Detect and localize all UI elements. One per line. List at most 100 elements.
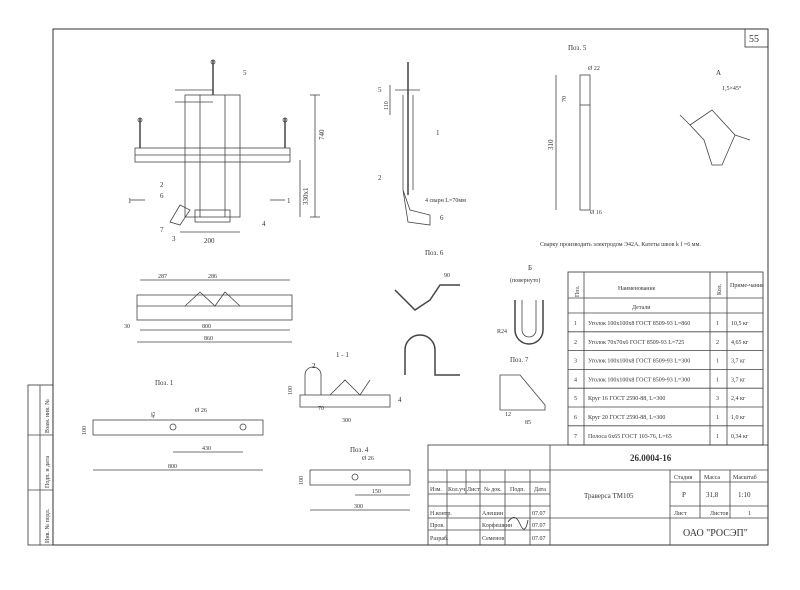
table-cell-pos: 5: [574, 396, 577, 402]
dim-200: 200: [204, 237, 215, 245]
sec-dim-100: 100: [288, 386, 294, 395]
callout-4: 4: [262, 220, 266, 228]
poz6-label: Поз. 6: [425, 249, 444, 257]
table-cell-name: Круг 16 ГОСТ 2590-88, L=300: [588, 396, 665, 402]
table-cell-pos: 3: [574, 359, 577, 365]
dim-286: 286: [208, 274, 217, 280]
scale-header: Масштаб: [733, 474, 757, 481]
poz1-label: Поз. 1: [155, 379, 174, 387]
side-stamp-2: Подп. и дата: [45, 456, 51, 488]
poz1-dim-45: 45: [151, 412, 157, 418]
table-cell-qty: 1: [716, 415, 719, 421]
poz7-detail: Поз. 7 85 12: [499, 356, 546, 426]
poz4-dim-26: Ø 26: [362, 456, 374, 462]
view-b-label: Б: [528, 264, 532, 272]
table-cell-name: Уголок 70х70х6 ГОСТ 8509-93 L=725: [588, 340, 684, 346]
poz1-dim-100: 100: [82, 426, 88, 435]
section-1-1: 1 - 1 100 300 70 2 4: [288, 351, 402, 424]
poz6-detail: Поз. 6 90: [394, 249, 460, 311]
date-3: 07.07: [532, 536, 546, 542]
sheets-header: Листов: [710, 511, 728, 517]
poz5-detail: Поз. 5 310 70 Ø 22 Ø 16: [547, 44, 602, 216]
table-cell-note: 0,34 кг: [731, 434, 749, 440]
table-cell-pos: 7: [574, 434, 577, 440]
parts-table: Поз. Наименование Кол. Приме-чание Детал…: [567, 271, 764, 446]
dim-287: 287: [158, 274, 167, 280]
table-cell-qty: 1: [716, 359, 719, 365]
dim-740: 740: [318, 129, 326, 140]
callout-5: 5: [243, 69, 247, 77]
side-stamp-1: Взам. инв. №: [45, 399, 51, 433]
doc-title: Траверса ТМ105: [584, 492, 634, 500]
mass-header: Масса: [704, 475, 720, 481]
mass-value: 31,8: [706, 491, 719, 499]
view-a-detail: А 1,5×45°: [679, 69, 751, 166]
side-callout-6: 6: [440, 214, 444, 222]
table-cell-qty: 2: [716, 340, 719, 346]
poz5-dim-16: Ø 16: [590, 210, 602, 216]
table-cell-name: Уголок 100х100х8 ГОСТ 8509-93 L=300: [588, 377, 690, 383]
dim-800: 800: [202, 324, 211, 330]
rev-col-4: № док.: [484, 487, 502, 493]
table-cell-note: 3,7 кг: [731, 359, 746, 365]
poz7-dim-12: 12: [505, 412, 511, 418]
side-stamp-3: Инв. № подл.: [45, 508, 51, 543]
poz-2-view: 287 286 800 860 30: [124, 274, 293, 343]
poz7-label: Поз. 7: [510, 356, 529, 364]
role-2: Пров.: [430, 523, 445, 529]
table-cell-name: Круг 20 ГОСТ 2590-88, L=300: [588, 415, 665, 421]
table-cell-pos: 4: [574, 377, 577, 383]
table-cell-qty: 1: [716, 321, 719, 327]
dim-110: 110: [384, 101, 390, 110]
poz4-dim-150: 150: [372, 489, 381, 495]
table-cell-note: 3,7 кг: [731, 377, 746, 383]
table-section: Детали: [632, 305, 651, 311]
table-cell-qty: 1: [716, 377, 719, 383]
stage-value: Р: [682, 491, 686, 499]
sec-callout-2: 2: [312, 362, 316, 370]
side-callout-5: 5: [378, 86, 382, 94]
callout-6: 6: [160, 192, 164, 200]
side-view: 110 4 сварн L=70мм 5 2 1 6: [378, 62, 466, 226]
signature: [507, 517, 529, 530]
poz4-label: Поз. 4: [350, 446, 369, 454]
sheet-frame: [52, 28, 769, 546]
poz4-dim-300: 300: [354, 504, 363, 510]
date-2: 07.07: [532, 523, 546, 529]
section-mark-1: 1: [128, 197, 132, 205]
title-block: 26.0004-16 Траверса ТМ105 Стадия Масса М…: [427, 444, 769, 546]
doc-number: 26.0004-16: [630, 453, 672, 463]
main-front-view: 740 330х1 200 1 1 5 2 6 7 4 3: [128, 59, 326, 245]
name-1: Алешин: [482, 511, 504, 517]
poz5-dim-310: 310: [547, 139, 555, 150]
page-number: 55: [749, 34, 759, 45]
date-1: 07.07: [532, 511, 546, 517]
rev-col-2: Кол.уч.: [448, 487, 467, 493]
page-number-box: [744, 28, 769, 48]
view-a-dim: 1,5×45°: [722, 85, 742, 92]
poz4-detail: Поз. 4 300 150 Ø 26 100: [299, 446, 411, 511]
poz6-dim-90: 90: [444, 273, 450, 279]
table-cell-note: 10,5 кг: [731, 321, 749, 327]
table-cell-name: Уголок 100х100х8 ГОСТ 8509-93 L=300: [588, 359, 690, 365]
poz1-detail: Поз. 1 800 430 Ø 26 45 100: [82, 379, 264, 471]
table-cell-qty: 3: [716, 396, 719, 402]
rev-col-5: Подп.: [510, 487, 525, 493]
dim-330: 330х1: [302, 187, 310, 205]
view-a-label: А: [716, 69, 721, 77]
view-b-detail: Б (повернуто) R24: [404, 264, 544, 376]
name-2: Корфешкин: [482, 522, 513, 529]
poz7-dim-85: 85: [525, 420, 531, 426]
callout-7: 7: [160, 226, 164, 234]
table-cell-name: Уголок 100х100х8 ГОСТ 8509-93 L=860: [588, 321, 690, 327]
role-1: Н.контр.: [430, 511, 452, 517]
table-cell-note: 2,4 кг: [731, 396, 746, 402]
th-name: Наименование: [618, 286, 656, 292]
sheet-header: Лист: [674, 511, 687, 517]
side-callout-1: 1: [436, 129, 440, 137]
side-stamp: Взам. инв. № Подп. и дата Инв. № подл.: [27, 384, 54, 546]
table-cell-pos: 1: [574, 321, 577, 327]
sec-dim-70: 70: [318, 406, 324, 412]
th-qty: Кол.: [717, 283, 723, 295]
